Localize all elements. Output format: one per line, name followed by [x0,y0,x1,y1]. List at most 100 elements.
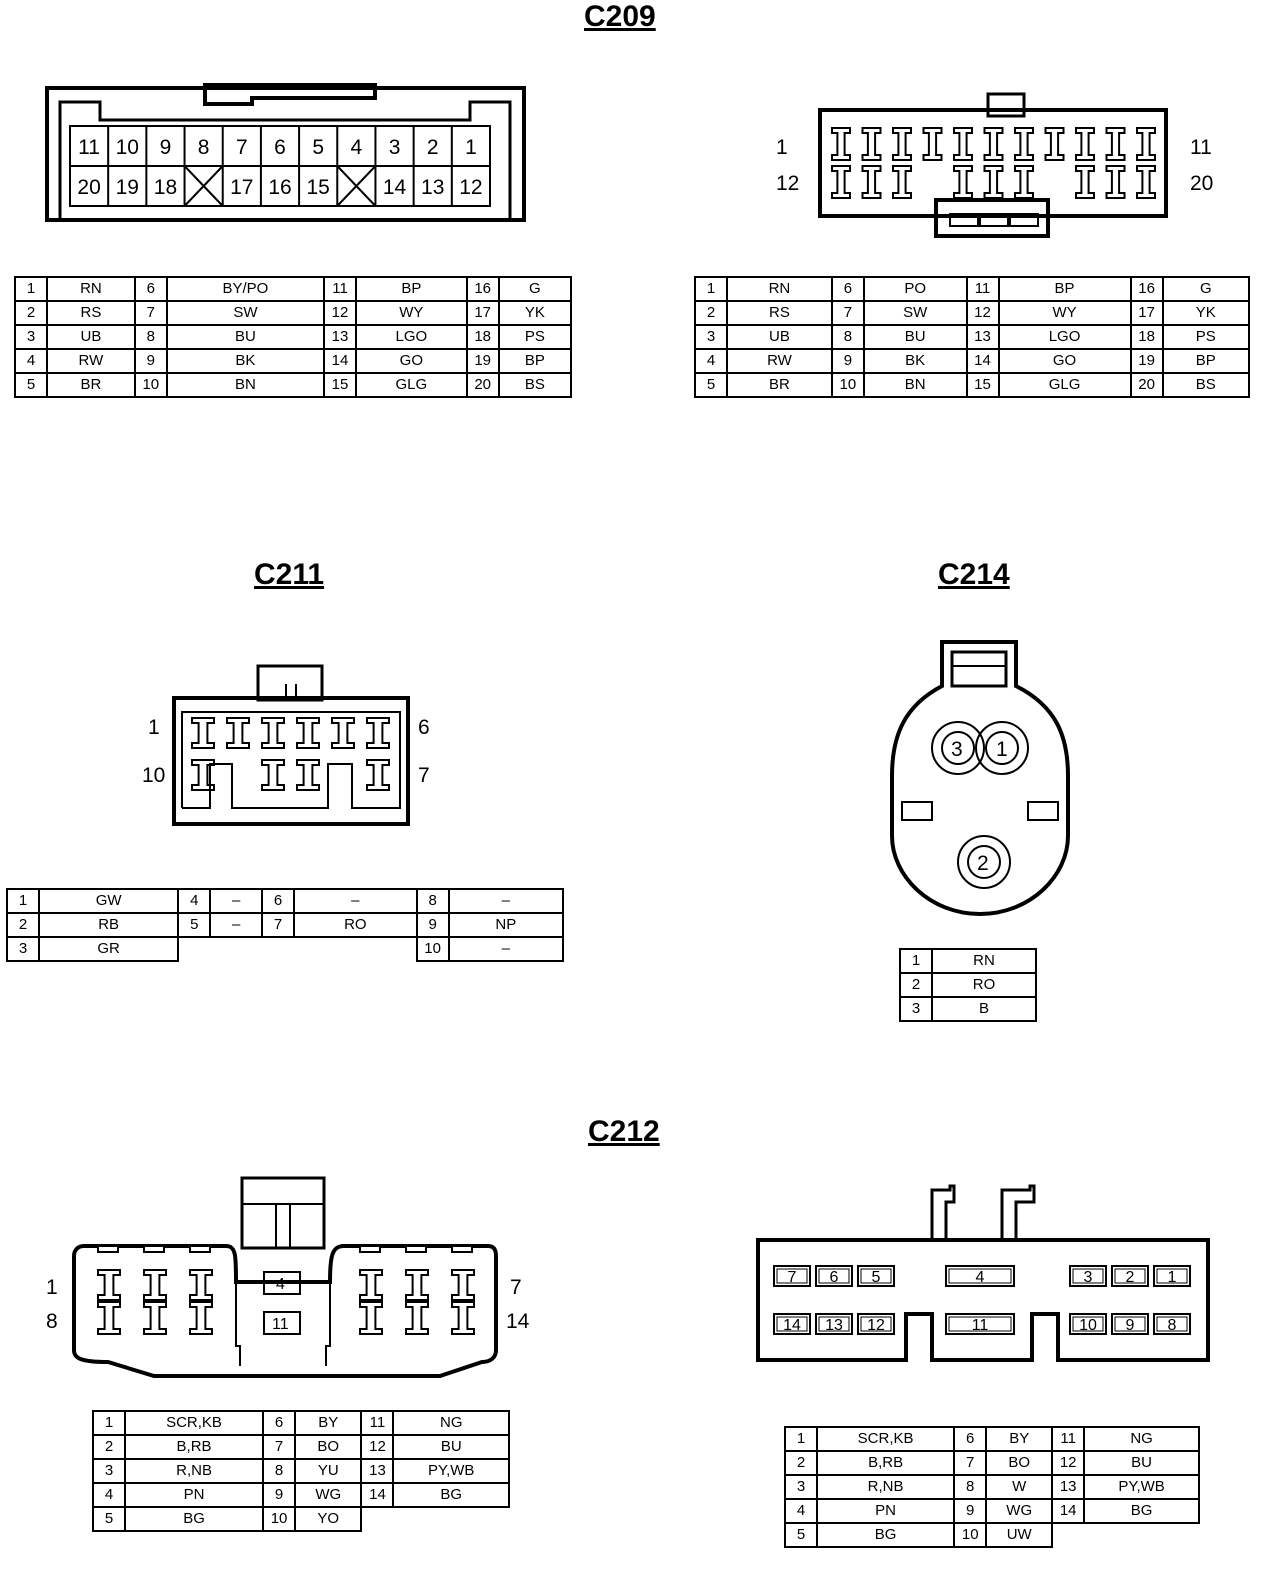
pin-number-cell: 4 [784,1498,818,1524]
pin-number-cell: 4 [177,888,212,914]
pin-number-cell: 2 [784,1450,818,1476]
wire-color-cell: B,RB [123,1434,265,1460]
wire-color-cell: UB [726,324,833,350]
wire-color-cell: SCR,KB [815,1426,956,1452]
terminal-slot [1014,127,1034,161]
pin-number-cell: 6 [261,888,296,914]
wire-color-cell: – [209,912,264,938]
pin-number: 9 [1126,1317,1135,1334]
c209-left-pin: 7 [236,136,248,159]
c209-left-pin: 11 [78,136,100,159]
c209-left-pin: 17 [230,176,253,199]
c214-pin-1: 1 [975,721,1029,775]
c209-title: C209 [584,0,656,33]
wire-color-cell: NG [1083,1426,1200,1452]
wire-color-cell: UB [46,324,136,350]
terminal-slot [296,759,320,791]
pin-number-cell: 6 [262,1410,297,1436]
terminal-slot [1014,165,1034,199]
pin-number-cell: 12 [323,300,358,326]
terminal-slot [983,127,1004,161]
pin-number-cell: 6 [830,276,865,302]
wire-color-cell: YK [497,300,573,326]
pin-number-cell: 14 [323,348,358,374]
c211-label-6: 6 [418,716,430,739]
c209-right-label-11: 11 [1190,136,1212,159]
pin-number-cell: 20 [465,372,500,398]
pin-number-cell: 9 [262,1482,297,1508]
wire-color-cell [210,936,263,961]
wire-color-cell: BY [294,1410,363,1436]
pin-number-cell: 11 [323,276,358,302]
wire-color-cell: BP [355,276,468,302]
terminal-slot [892,165,912,199]
svg-text:1: 1 [996,738,1008,761]
wire-color-cell: BO [294,1434,363,1460]
pin-number-cell: 19 [465,348,500,374]
pin-cavity [945,1313,1015,1335]
pin-number-cell: 1 [694,276,728,302]
pin-number-cell: 13 [965,324,1000,350]
terminal-slot [1136,127,1156,161]
wire-color-cell: WG [294,1482,363,1508]
pin-number-cell: 10 [133,372,168,398]
wire-color-cell: LGO [355,324,468,350]
terminal-slot [366,759,390,791]
svg-text:2: 2 [977,852,989,875]
terminal-slot [189,1301,213,1335]
pin-number-cell: 1 [14,276,48,302]
pin-number: 6 [830,1269,839,1286]
wire-color-cell: BP [997,276,1132,302]
terminal-slot [191,759,215,791]
pin-number-cell: 9 [133,348,168,374]
pin-number-cell: 7 [133,300,168,326]
wire-color-cell: – [447,888,565,914]
pin-number-cell: 13 [360,1458,395,1484]
pin-number-cell: 3 [899,996,933,1022]
pin-number-cell: 2 [694,300,728,326]
wire-color-cell: BS [497,372,573,398]
wire-color-cell [393,1507,509,1531]
c209-left-pin: 19 [116,176,139,199]
c209-left-pin: 3 [389,136,401,159]
pin-number-cell: 15 [965,372,1000,398]
c211-label-10: 10 [142,764,165,787]
wire-color-cell: GO [355,348,468,374]
wire-color-cell: RS [46,300,136,326]
wire-color-cell: PS [497,324,573,350]
terminal-slot [97,1301,121,1335]
pin-number: 2 [1126,1269,1135,1286]
pin-cavity [1111,1265,1149,1287]
wire-color-cell: RO [931,972,1037,998]
c209-left-pin: 20 [77,176,100,199]
wire-color-cell: PY,WB [392,1458,510,1484]
wire-color-cell: PO [862,276,968,302]
wire-color-cell: GR [37,936,180,962]
c209-left-pin: 9 [160,136,172,159]
wire-color-cell: BU [862,324,968,350]
pin-number-cell: 8 [953,1474,988,1500]
c212-left-label-1: 1 [46,1276,58,1299]
pin-number-cell: 5 [784,1522,818,1548]
c209-left-pin: 8 [198,136,210,159]
terminal-slot [359,1269,383,1301]
wire-color-cell: BS [1161,372,1251,398]
pin-number-cell: 1 [6,888,40,914]
wire-color-cell: RW [46,348,136,374]
terminal-slot [953,165,973,199]
terminal-slot [226,717,250,749]
terminal-slot [1075,165,1095,199]
pin-number-cell: 3 [92,1458,126,1484]
